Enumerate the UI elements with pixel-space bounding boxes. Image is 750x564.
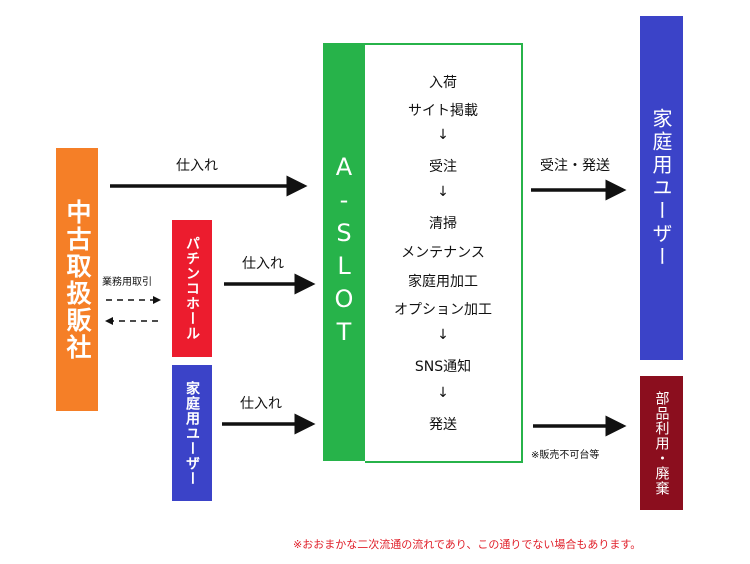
purchase-label-3: 仕入れ — [240, 396, 282, 412]
dealer-label: 中古取扱販社 — [63, 198, 92, 361]
step-arrow-2: ↓ — [437, 184, 449, 200]
step-sns-notice: SNS通知 — [414, 359, 472, 375]
parts-label: 部品利用・廃棄 — [653, 390, 670, 496]
purchase-label-1: 仕入れ — [176, 158, 218, 174]
step-option-processing: オプション加工 — [394, 302, 492, 318]
parts-box: 部品利用・廃棄 — [640, 376, 683, 510]
step-arrival: 入荷 — [429, 75, 457, 91]
home-user-dest-box: 家庭用ユーザー — [640, 16, 683, 360]
dealer-box: 中古取扱販社 — [56, 148, 98, 411]
step-home-processing: 家庭用加工 — [408, 274, 478, 290]
aslot-process-box — [365, 43, 523, 463]
business-trade-label: 業務用取引 — [102, 277, 152, 288]
step-arrow-1: ↓ — [437, 127, 449, 143]
step-arrow-4: ↓ — [437, 385, 449, 401]
pachinko-hall-box: パチンコホール — [172, 220, 212, 357]
home-user-source-box: 家庭用ユーザー — [172, 365, 212, 501]
home-user-dest-label: 家庭用ユーザー — [649, 107, 673, 269]
not-sellable-label: ※販売不可台等 — [531, 450, 600, 461]
step-maintenance: メンテナンス — [401, 245, 485, 261]
step-site-listing: サイト掲載 — [408, 103, 478, 119]
step-cleaning: 清掃 — [429, 216, 457, 232]
order-ship-label: 受注・発送 — [540, 158, 610, 174]
step-arrow-3: ↓ — [437, 327, 449, 343]
step-shipping: 発送 — [429, 417, 457, 433]
aslot-label: A-SLOT — [330, 153, 358, 351]
aslot-box: A-SLOT — [323, 43, 365, 461]
step-order: 受注 — [429, 159, 457, 175]
purchase-label-2: 仕入れ — [242, 256, 284, 272]
footnote: ※おおまかな二次流通の流れであり、この通りでない場合もあります。 — [293, 538, 642, 551]
home-user-source-label: 家庭用ユーザー — [184, 380, 200, 486]
pachinko-hall-label: パチンコホール — [184, 236, 200, 341]
